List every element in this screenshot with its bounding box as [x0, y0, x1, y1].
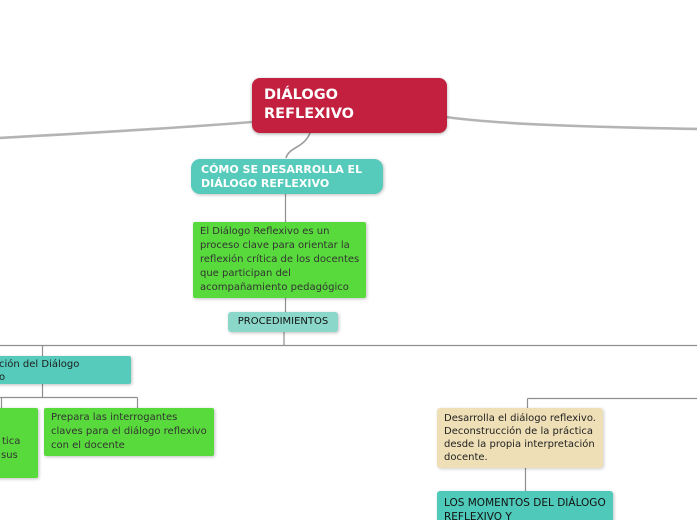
planificacion-text-line2: o [0, 372, 6, 383]
node-los-momentos[interactable]: LOS MOMENTOS DEL DIÁLOGO REFLEXIVO Y [437, 491, 613, 520]
root-node-dialogo-reflexivo[interactable]: DIÁLOGO REFLEXIVO [252, 78, 447, 133]
branch-curve-right [445, 115, 697, 131]
node-prepara-interrogantes[interactable]: Prepara las interrogantes claves para el… [44, 408, 214, 456]
branch-curve-root-to-como [285, 132, 311, 159]
node-practica-clipped[interactable]: tica sus [0, 408, 38, 478]
node-procedimientos[interactable]: PROCEDIMIENTOS [228, 312, 338, 332]
practica-text-line1: tica [2, 436, 21, 447]
planificacion-text-line1: ción del Diálogo [0, 359, 80, 370]
tree-connectors [0, 194, 697, 491]
node-desarrolla-dialogo-reflexivo[interactable]: Desarrolla el diálogo reflexivo. Deconst… [437, 408, 603, 468]
practica-text-line2: sus [1, 450, 18, 461]
node-descripcion-dialogo-reflexivo[interactable]: El Diálogo Reflexivo es un proceso clave… [193, 222, 367, 298]
node-como-se-desarrolla[interactable]: CÓMO SE DESARROLLA EL DIÁLOGO REFLEXIVO [191, 159, 383, 194]
branch-curve-left [0, 120, 253, 140]
node-planificacion-dialogo-clipped[interactable]: ción del Diálogo o [0, 356, 131, 384]
